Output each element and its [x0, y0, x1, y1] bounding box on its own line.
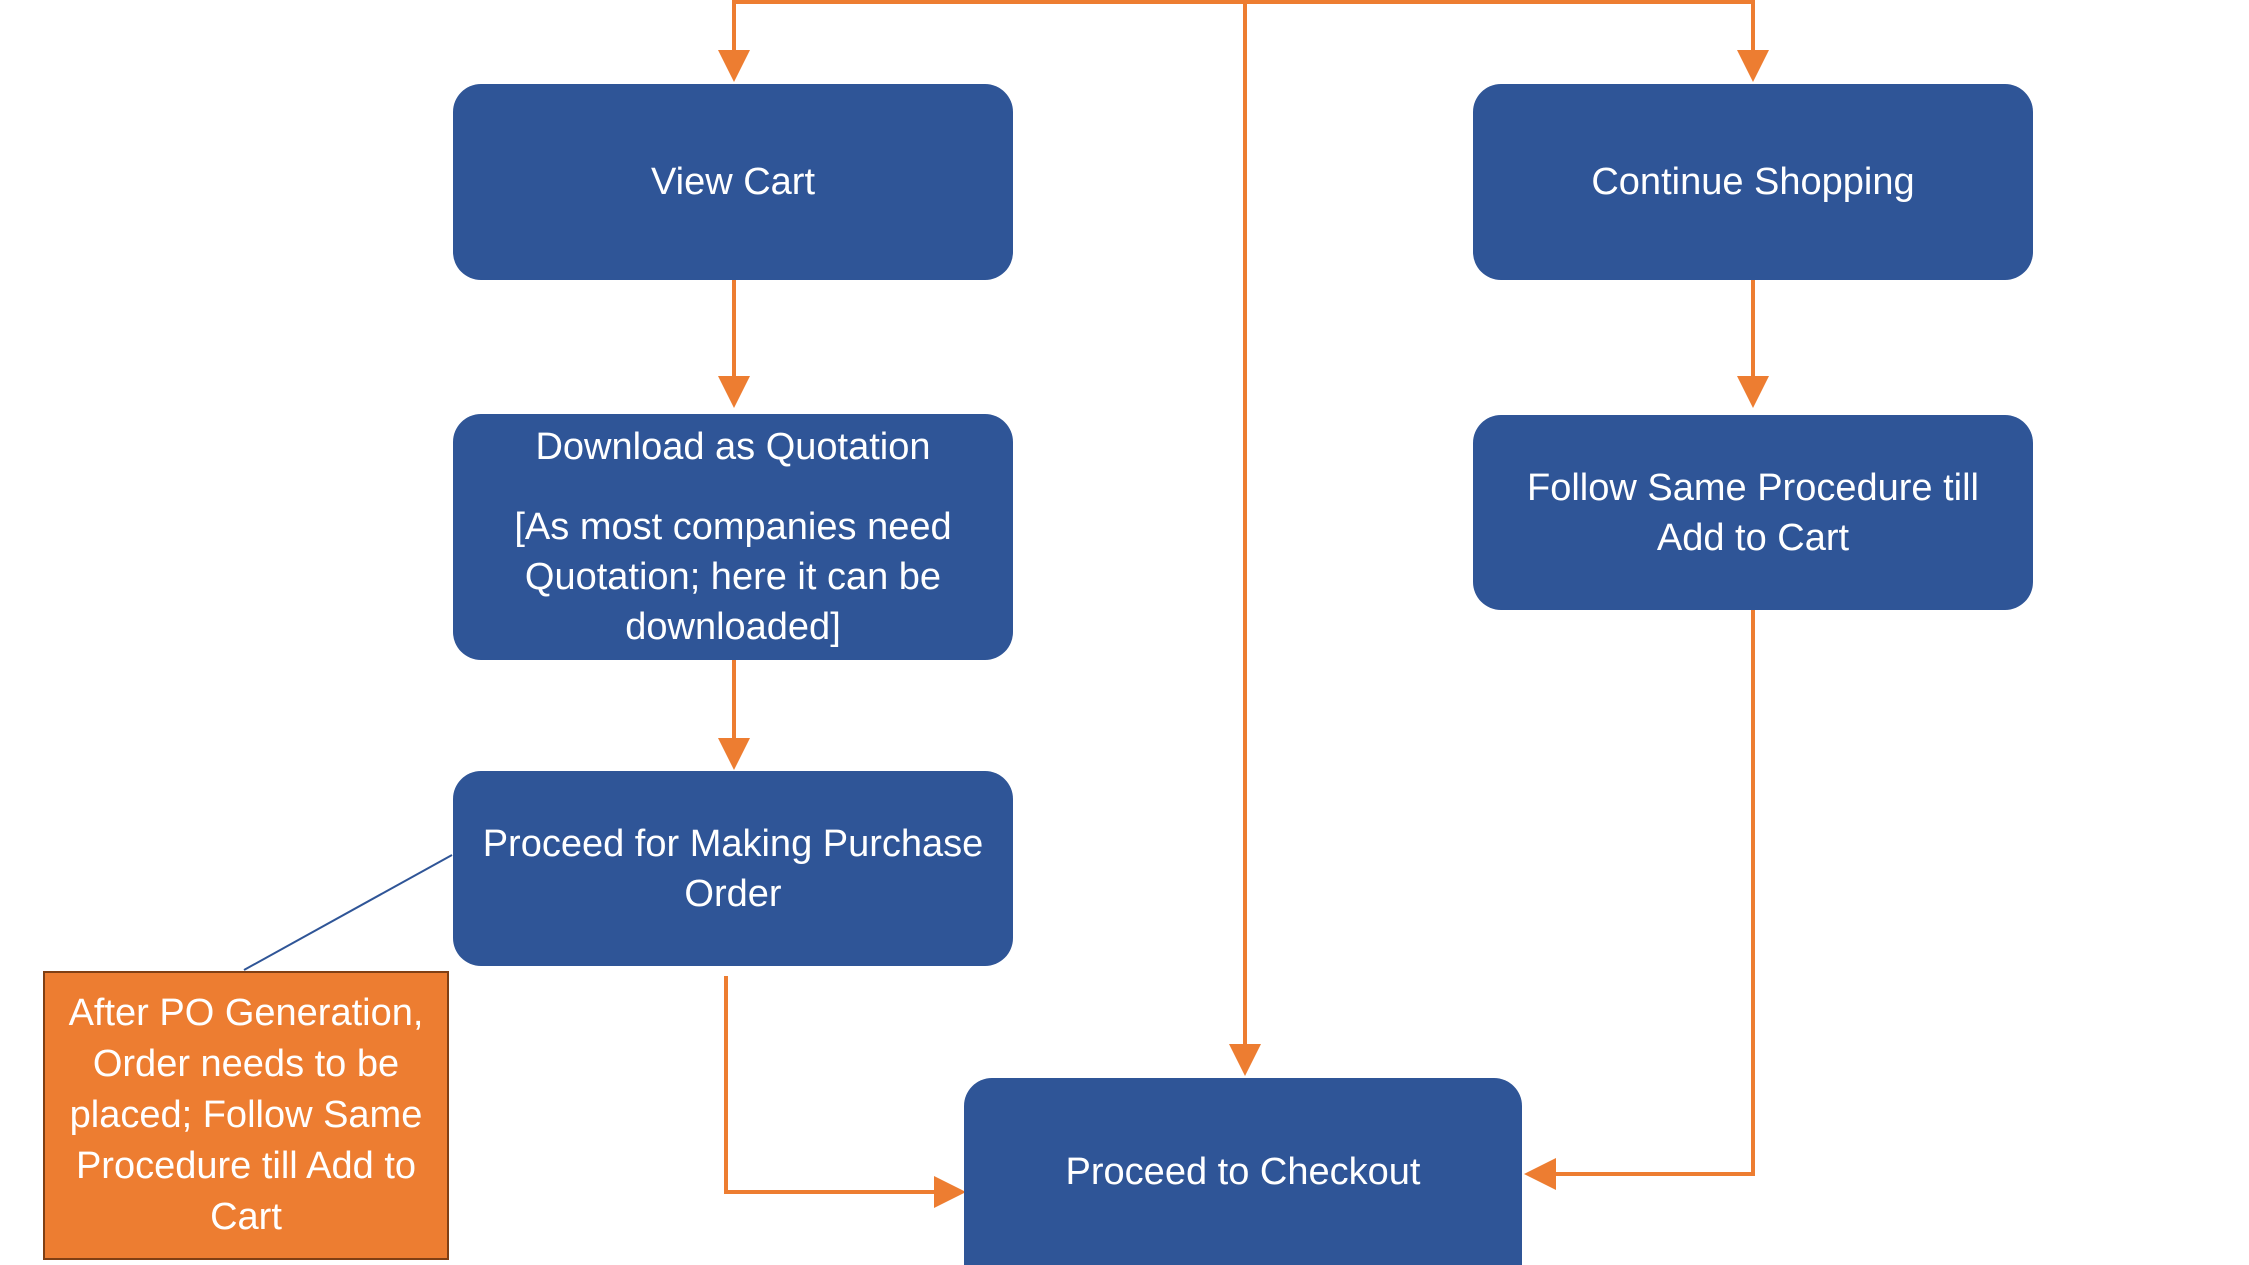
po-generation-note-text: After PO Generation, Order needs to be p…: [68, 992, 424, 1238]
top-connector-bar: [732, 0, 1755, 4]
continue-shopping-node[interactable]: Continue Shopping: [1473, 84, 2033, 280]
download-quotation-title: Download as Quotation: [535, 426, 931, 468]
view-cart-label: View Cart: [650, 161, 816, 203]
callout-line: [243, 854, 453, 971]
follow-same-procedure-node[interactable]: Follow Same Procedure till Add to Cart: [1473, 415, 2033, 610]
continue-shopping-label: Continue Shopping: [1591, 161, 1915, 203]
view-cart-node[interactable]: View Cart: [453, 84, 1013, 280]
arrow-follow-to-checkout: [1524, 610, 1755, 1190]
download-quotation-node[interactable]: Download as Quotation [As most companies…: [453, 414, 1013, 660]
checkout-node[interactable]: Proceed to Checkout: [964, 1078, 1522, 1265]
purchase-order-label: Proceed for Making Purchase Order: [482, 822, 984, 915]
purchase-order-node[interactable]: Proceed for Making Purchase Order: [453, 771, 1013, 966]
follow-same-procedure-label: Follow Same Procedure till Add to Cart: [1527, 466, 1979, 559]
download-quotation-detail: [As most companies need Quotation; here …: [514, 506, 952, 648]
arrow-purchase-order-to-checkout: [724, 976, 966, 1208]
checkout-label: Proceed to Checkout: [1065, 1150, 1421, 1193]
po-generation-note: After PO Generation, Order needs to be p…: [43, 971, 449, 1260]
